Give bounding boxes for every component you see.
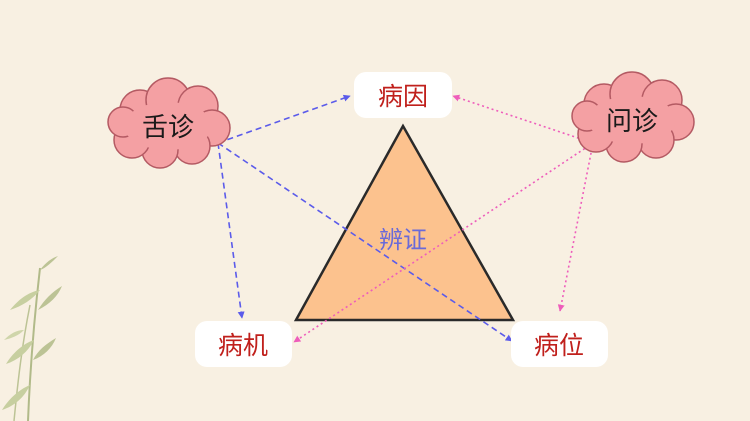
node-bingwei: 病位 (511, 321, 608, 367)
node-bingyin-label: 病因 (378, 82, 428, 111)
node-bingyin: 病因 (354, 72, 452, 118)
center-triangle (293, 123, 516, 322)
bamboo-decoration (2, 256, 62, 421)
tongue-diagnosis-arrows (217, 94, 513, 342)
node-bingwei-label: 病位 (534, 331, 584, 360)
node-bingji: 病机 (195, 321, 292, 367)
arrow-shezhen-to-bingji (217, 142, 245, 319)
inquiry-diagnosis-arrows (293, 94, 594, 343)
center-label: 辨证 (379, 226, 427, 254)
cloud-wenzhen-label: 问诊 (606, 107, 658, 137)
arrow-shezhen-to-bingyin (217, 94, 351, 144)
cloud-shezhen-label: 舌诊 (142, 113, 194, 143)
cloud-wenzhen: 问诊 (571, 71, 695, 163)
arrow-shezhen-to-bingwei (217, 142, 513, 342)
node-bingji-label: 病机 (218, 331, 268, 360)
cloud-shezhen: 舌诊 (107, 77, 231, 169)
arrow-wenzhen-to-bingwei (557, 142, 594, 312)
